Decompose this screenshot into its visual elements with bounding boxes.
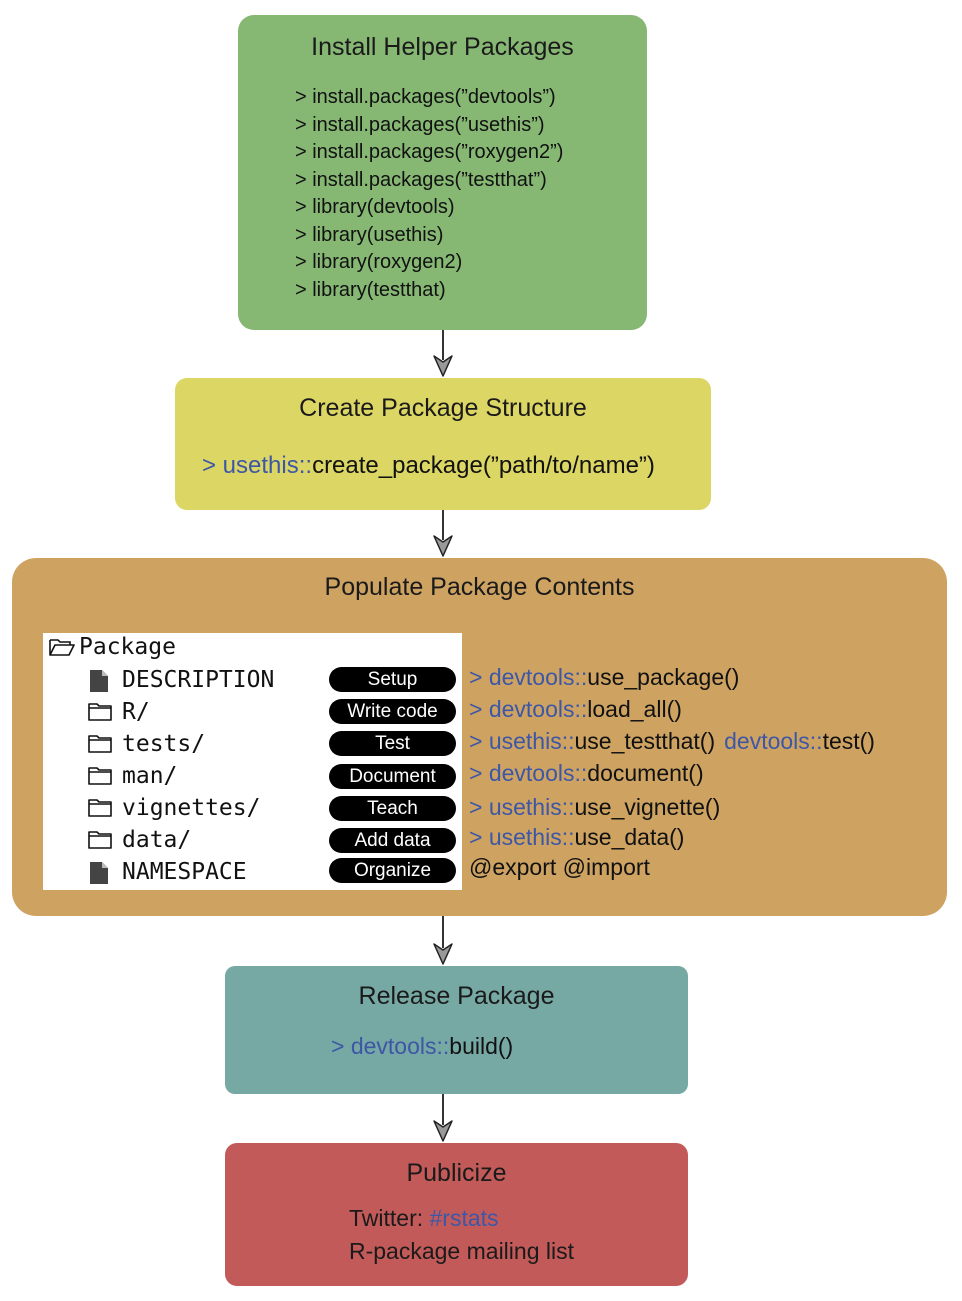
- install-line: > install.packages(”roxygen2”): [295, 141, 564, 163]
- rstats-hashtag: #rstats: [429, 1205, 499, 1231]
- install-helper-packages-box: Install Helper Packages > install.packag…: [238, 15, 647, 330]
- install-line: > install.packages(”testthat”): [295, 168, 547, 191]
- folder-icon: [88, 733, 112, 755]
- command-fn: document(): [587, 760, 704, 786]
- install-title: Install Helper Packages: [311, 33, 574, 61]
- tree-item-label: NAMESPACE: [122, 859, 247, 885]
- arrow-down-icon: [433, 330, 453, 377]
- command-prefix: > usethis::: [469, 824, 575, 850]
- tree-item: vignettes/: [88, 795, 260, 821]
- command-fn: @export @import: [469, 854, 650, 880]
- tree-item: man/: [88, 763, 177, 789]
- command-prefix-2: devtools::: [724, 728, 823, 754]
- create-command: > usethis::create_package(”path/to/name”…: [202, 452, 655, 480]
- release-title: Release Package: [358, 982, 555, 1010]
- tree-root: Package: [49, 634, 176, 660]
- tree-item-label: vignettes/: [122, 795, 261, 821]
- step-pill: Add data: [329, 828, 456, 853]
- file-icon: [88, 861, 112, 884]
- tree-item: DESCRIPTION: [88, 667, 274, 693]
- command-prefix: > devtools::: [469, 664, 588, 690]
- tree-root-label: Package: [79, 634, 176, 660]
- command-fn: load_all(): [587, 696, 682, 722]
- arrow-down-icon: [433, 510, 453, 557]
- step-pill: Document: [329, 764, 456, 789]
- tree-item-label: R/: [122, 699, 150, 725]
- file-icon: [88, 669, 112, 692]
- command-prefix: > devtools::: [469, 760, 588, 786]
- release-prefix: > devtools::: [331, 1033, 450, 1059]
- step-command: > devtools::document(): [469, 760, 704, 787]
- folder-icon: [88, 829, 112, 851]
- install-line: > library(usethis): [295, 223, 444, 246]
- step-command: > usethis::use_data(): [469, 824, 684, 851]
- step-command: > devtools::load_all(): [469, 696, 682, 723]
- step-command: > devtools::use_package(): [469, 664, 739, 691]
- folder-icon: [88, 701, 112, 723]
- command-fn-2: test(): [822, 728, 875, 754]
- step-pill: Write code: [329, 699, 456, 724]
- command-fn: use_data(): [574, 824, 685, 850]
- install-line: > library(roxygen2): [295, 251, 463, 273]
- publicize-box: Publicize Twitter: #rstats R-package mai…: [225, 1143, 688, 1286]
- install-code-block: > install.packages(”devtools”) > install…: [295, 84, 563, 304]
- step-command: > usethis::use_vignette(): [469, 794, 720, 821]
- command-prefix: > usethis::: [469, 728, 575, 754]
- install-line: > library(testthat): [295, 278, 446, 301]
- step-command: @export @import: [469, 854, 650, 881]
- tree-item: data/: [88, 827, 191, 853]
- step-pill: Organize: [329, 858, 456, 883]
- release-command: > devtools::build(): [331, 1033, 513, 1060]
- populate-package-contents-box: Populate Package Contents Package DESCRI…: [12, 558, 947, 916]
- tree-item: R/: [88, 699, 150, 725]
- arrow-down-icon: [433, 916, 453, 965]
- install-line: > install.packages(”devtools”): [295, 86, 556, 108]
- install-line: > library(devtools): [295, 196, 455, 218]
- tree-item-label: DESCRIPTION: [122, 667, 275, 693]
- tree-item: tests/: [88, 731, 205, 757]
- command-fn: use_package(): [587, 664, 740, 690]
- create-title: Create Package Structure: [299, 394, 587, 422]
- folder-icon: [88, 797, 112, 819]
- command-fn: use_testthat(): [574, 728, 716, 754]
- step-pill: Test: [329, 731, 456, 756]
- twitter-line: Twitter: #rstats: [349, 1205, 499, 1232]
- step-command: > usethis::use_testthat() devtools::test(…: [469, 728, 875, 755]
- populate-title: Populate Package Contents: [324, 573, 635, 601]
- mailing-list-line: R-package mailing list: [349, 1238, 574, 1264]
- create-fn: create_package(”path/to/name”): [312, 452, 655, 479]
- folder-open-icon: [49, 636, 75, 658]
- create-prefix: > usethis::: [202, 452, 313, 479]
- step-pill: Teach: [329, 796, 456, 821]
- command-fn: use_vignette(): [574, 794, 721, 820]
- tree-item-label: data/: [122, 827, 192, 853]
- release-fn: build(): [449, 1033, 514, 1059]
- install-line: > install.packages(”usethis”): [295, 113, 545, 136]
- twitter-label: Twitter:: [349, 1205, 430, 1231]
- arrow-down-icon: [433, 1094, 453, 1142]
- step-pill: Setup: [329, 667, 456, 692]
- tree-item-label: man/: [122, 763, 178, 789]
- command-prefix: > usethis::: [469, 794, 575, 820]
- publicize-title: Publicize: [406, 1159, 507, 1187]
- create-package-structure-box: Create Package Structure > usethis::crea…: [175, 378, 711, 510]
- release-package-box: Release Package > devtools::build(): [225, 966, 688, 1094]
- tree-item: NAMESPACE: [88, 859, 247, 885]
- command-prefix: > devtools::: [469, 696, 588, 722]
- folder-icon: [88, 765, 112, 787]
- tree-item-label: tests/: [122, 731, 206, 757]
